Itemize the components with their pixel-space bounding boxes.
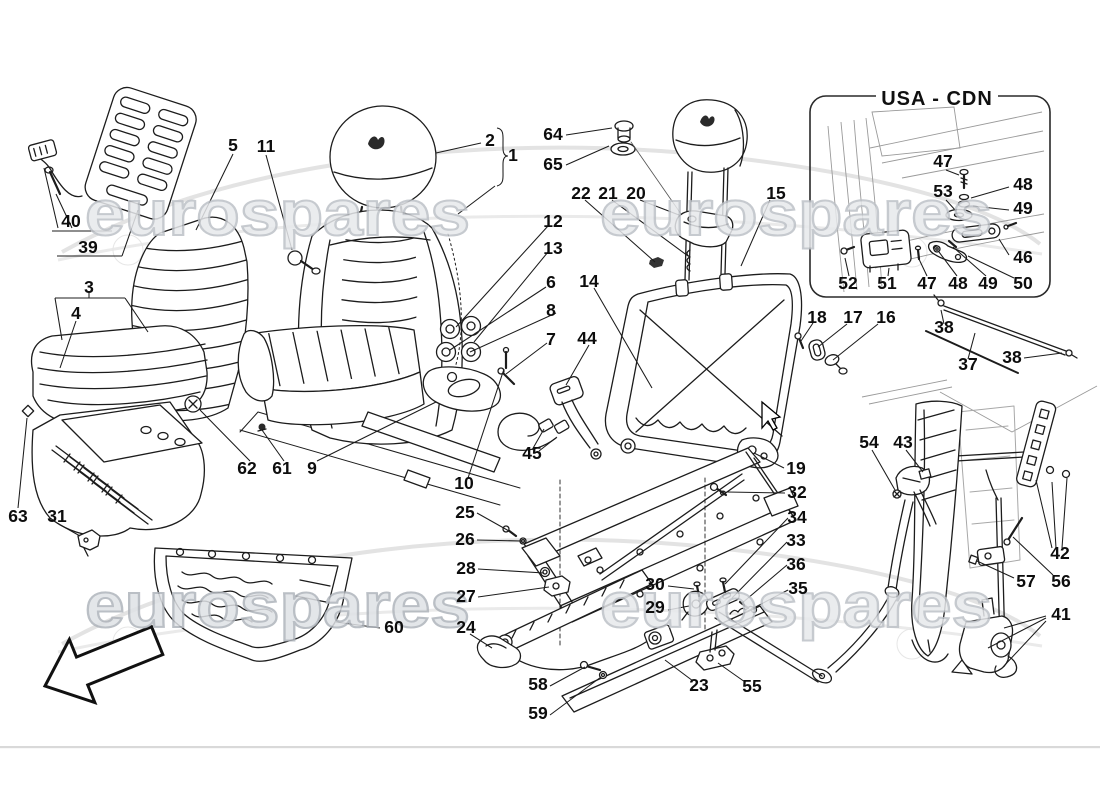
part-label-9: 9 — [307, 458, 317, 478]
main-seat-drawing — [237, 105, 521, 506]
part-label-55: 55 — [742, 676, 762, 696]
headrest-and-frame-drawing — [610, 99, 748, 281]
part-label-34: 34 — [787, 507, 807, 527]
part-label-35: 35 — [788, 578, 808, 598]
watermark-bottom-left: eurospares — [85, 569, 470, 641]
part-label-8: 8 — [546, 300, 556, 320]
part-label-3: 3 — [84, 277, 94, 297]
ghost-body-sketch — [861, 379, 1098, 433]
part-label-56: 56 — [1051, 571, 1071, 591]
part-label-5: 5 — [228, 135, 238, 155]
part-label-44: 44 — [577, 328, 597, 348]
part-label-16: 16 — [876, 307, 896, 327]
bottom-divider — [0, 746, 1100, 749]
part-label-14: 14 — [579, 271, 599, 291]
part-label-29: 29 — [645, 597, 665, 617]
part-label-22: 22 — [571, 183, 591, 203]
part-label-54: 54 — [859, 432, 879, 452]
usa-cdn-box — [809, 86, 1051, 298]
part-label-10: 10 — [454, 473, 474, 493]
part-label-52: 52 — [838, 273, 858, 293]
direction-arrow — [42, 624, 165, 705]
part-label-42: 42 — [1050, 543, 1070, 563]
part-label-24: 24 — [456, 617, 476, 637]
part-label-40: 40 — [61, 211, 81, 231]
heating-pad-drawing — [27, 86, 197, 220]
watermark-top-right: eurospares — [600, 177, 992, 249]
part-label-13: 13 — [543, 238, 563, 258]
part-label-19: 19 — [786, 458, 806, 478]
bracket-part-1 — [496, 127, 509, 187]
part-label-60: 60 — [384, 617, 404, 637]
part-label-32: 32 — [787, 482, 807, 502]
part-label-37: 37 — [958, 354, 977, 374]
part-label-47b: 47 — [917, 273, 936, 293]
part-label-17: 17 — [843, 307, 862, 327]
leader-lines — [17, 127, 1068, 716]
part-label-1: 1 — [508, 145, 518, 165]
part-label-50: 50 — [1013, 273, 1033, 293]
part-label-46: 46 — [1013, 247, 1033, 267]
part-label-20: 20 — [626, 183, 646, 203]
part-label-31: 31 — [47, 506, 67, 526]
part-label-49: 49 — [1013, 198, 1033, 218]
backrest-frame-drawing — [604, 273, 848, 471]
part-label-27: 27 — [456, 586, 475, 606]
cushion-frame-drawing — [21, 395, 267, 557]
seat-pan-drawing — [153, 547, 353, 662]
usa-cdn-hardware — [840, 168, 1018, 273]
mouse-cursor[interactable] — [761, 400, 782, 431]
part-label-61: 61 — [272, 458, 292, 478]
part-label-39: 39 — [78, 237, 98, 257]
part-label-26: 26 — [455, 529, 475, 549]
slider-rails-drawing — [476, 525, 773, 713]
part-label-41: 41 — [1051, 604, 1071, 624]
part-label-63: 63 — [8, 506, 28, 526]
part-label-47: 47 — [933, 151, 952, 171]
part-label-38b: 38 — [1002, 347, 1022, 367]
part-label-18: 18 — [807, 307, 827, 327]
watermark-bottom-right: eurospares — [600, 569, 992, 641]
part-label-43: 43 — [893, 432, 913, 452]
part-label-65: 65 — [543, 154, 563, 174]
part-label-23: 23 — [689, 675, 709, 695]
part-label-25: 25 — [455, 502, 475, 522]
watermark-layer: eurospares eurospares eurospares eurospa… — [84, 176, 993, 642]
belt-assembly-drawing — [714, 400, 1071, 684]
part-label-6: 6 — [546, 272, 556, 292]
part-label-49b: 49 — [978, 273, 998, 293]
part-label-30: 30 — [645, 574, 665, 594]
part-label-38: 38 — [934, 317, 954, 337]
part-label-2: 2 — [485, 130, 495, 150]
part-label-33: 33 — [786, 530, 806, 550]
part-labels: USA - CDN 1 2 3 4 5 6 7 8 9 10 11 12 13 … — [8, 88, 1071, 723]
part-label-28: 28 — [456, 558, 476, 578]
part-label-4: 4 — [71, 303, 81, 323]
part-label-59: 59 — [528, 703, 548, 723]
part-label-58: 58 — [528, 674, 548, 694]
part-label-53: 53 — [933, 181, 953, 201]
part-label-62: 62 — [237, 458, 257, 478]
part-label-48b: 48 — [948, 273, 968, 293]
part-label-12: 12 — [543, 211, 563, 231]
part-label-48: 48 — [1013, 174, 1033, 194]
tie-rods-drawing — [925, 294, 1078, 374]
part-label-15: 15 — [766, 183, 786, 203]
part-label-7: 7 — [546, 329, 556, 349]
part-label-36: 36 — [786, 554, 806, 574]
part-label-51: 51 — [877, 273, 897, 293]
part-label-45: 45 — [522, 443, 542, 463]
part-label-11: 11 — [257, 136, 276, 156]
usa-cdn-title: USA - CDN — [881, 88, 993, 110]
watermark-top-left: eurospares — [85, 177, 470, 249]
part-label-57: 57 — [1016, 571, 1035, 591]
part-label-64: 64 — [543, 124, 563, 144]
buckle-drawing — [497, 367, 602, 460]
part-label-21: 21 — [598, 183, 618, 203]
